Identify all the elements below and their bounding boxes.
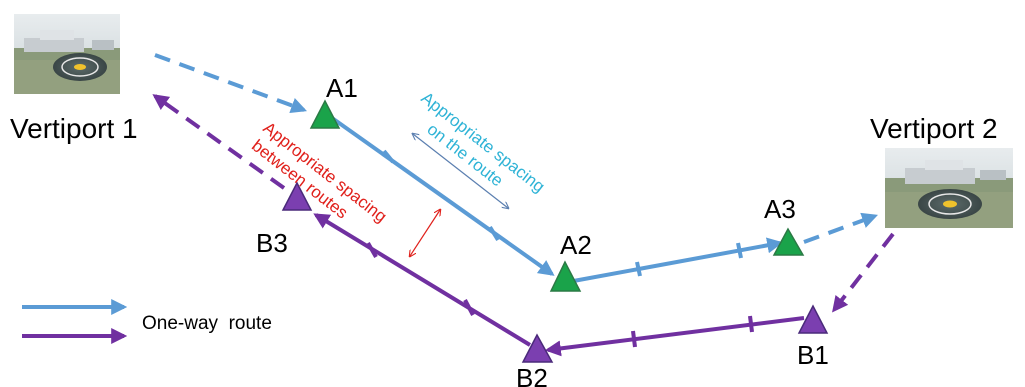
spacing-between-routes-arrow: [410, 210, 440, 256]
waypoint-a1-label: A1: [326, 73, 358, 103]
waypoint-b3-marker: [281, 181, 313, 211]
route-a-segment-2: [567, 237, 784, 284]
route-b-arrival-dashed: [152, 94, 286, 190]
route-a: [330, 116, 784, 284]
waypoint-b2-marker: [521, 333, 554, 363]
route-a-departure-dashed: [154, 53, 308, 114]
route-a-tick: [488, 225, 500, 242]
legend: One-way route: [22, 299, 272, 344]
waypoint-a2-label: A2: [560, 230, 592, 260]
route-b: [313, 213, 805, 357]
waypoint-b3-label: B3: [256, 228, 288, 258]
waypoint-a3-marker: [772, 227, 805, 256]
legend-label: One-way route: [142, 313, 272, 334]
route-b-segment-2: [313, 213, 532, 347]
waypoint-a3-label: A3: [764, 194, 796, 224]
route-a-tick: [635, 261, 642, 277]
route-b-tick: [463, 299, 475, 316]
vertiport-2-image: [885, 148, 1013, 228]
route-b-tick: [631, 330, 637, 348]
route-a-arrival-dashed: [803, 212, 879, 244]
waypoint-b1-marker: [797, 304, 829, 334]
route-b-departure-dashed: [832, 232, 895, 313]
waypoint-b2-label: B2: [516, 363, 548, 387]
route-b-tick: [748, 315, 754, 333]
vertiport-1-image: [14, 14, 120, 94]
route-b-tick: [366, 242, 378, 258]
waypoint-b1-label: B1: [797, 340, 829, 370]
route-b-segment-1: [544, 316, 805, 357]
spacing-on-route-arrow: [413, 134, 508, 208]
route-a-tick: [736, 242, 743, 259]
route-a-tick: [382, 149, 395, 164]
waypoint-a2-marker: [549, 260, 582, 292]
vertiport-1-label: Vertiport 1: [10, 113, 138, 144]
waypoint-a1-marker: [309, 99, 341, 129]
vertiport-2-label: Vertiport 2: [870, 113, 998, 144]
